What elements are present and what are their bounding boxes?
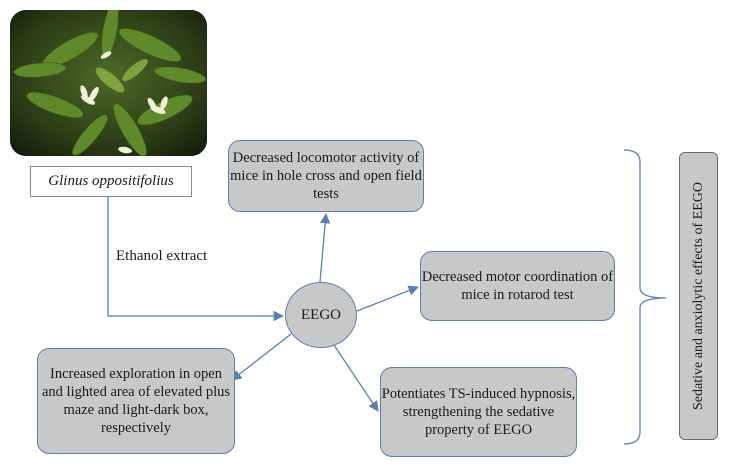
effect-motor-coordination: Decreased motor coordination of mice in … [420, 251, 615, 321]
effect-hypnosis: Potentiates TS-induced hypnosis, strengt… [380, 367, 577, 457]
summary-label: Sedative and anxiolytic effects of EEGO [690, 182, 706, 410]
arrow-to-locomotor [319, 212, 331, 283]
summary-box: Sedative and anxiolytic effects of EEGO [679, 152, 718, 440]
extraction-label: Ethanol extract [116, 248, 208, 264]
arrow-to-exploration [231, 333, 292, 381]
plant-caption: Glinus oppositifolius [30, 166, 192, 197]
effect-locomotor: Decreased locomotor activity of mice in … [228, 140, 424, 212]
effect-exploration: Increased exploration in open and lighte… [37, 348, 235, 454]
plant-photo [10, 10, 207, 156]
eego-node: EEGO [285, 282, 357, 348]
arrow-to-motor [356, 285, 419, 312]
plant-icon [10, 10, 207, 156]
extract-arrow [107, 196, 285, 322]
brace [623, 149, 667, 445]
arrow-to-hypnosis [333, 344, 379, 412]
